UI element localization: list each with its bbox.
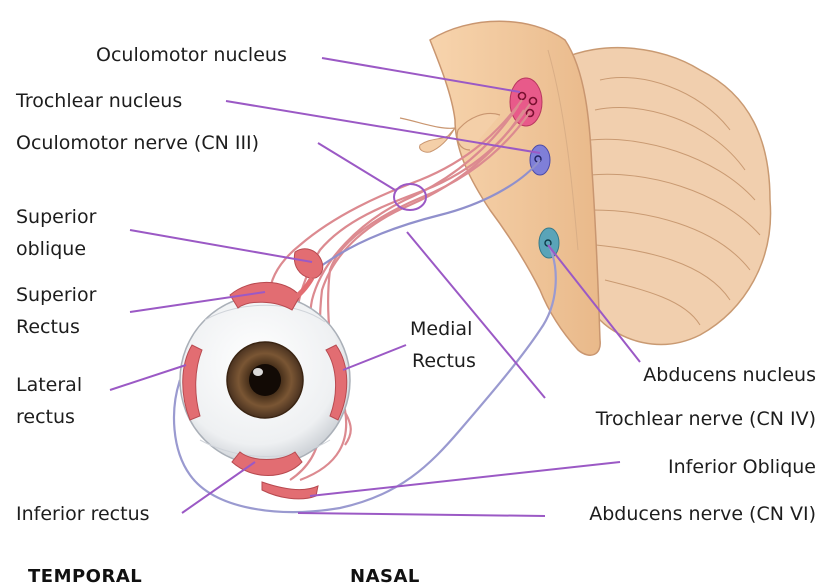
label-inferior-oblique: Inferior Oblique xyxy=(668,458,816,477)
label-superior-rectus-line2: Rectus xyxy=(16,318,80,337)
label-trochlear-nucleus: Trochlear nucleus xyxy=(16,92,182,111)
label-medial-rectus-line2: Rectus xyxy=(412,352,476,371)
label-abducens-nerve: Abducens nerve (CN VI) xyxy=(589,505,816,524)
label-inferior-rectus: Inferior rectus xyxy=(16,505,150,524)
label-oculomotor-nucleus: Oculomotor nucleus xyxy=(96,46,287,65)
leader-oculomotor-nerve xyxy=(318,143,395,190)
leader-superior-oblique xyxy=(130,230,312,262)
label-medial-rectus-line1: Medial xyxy=(410,320,472,339)
leader-inferior-oblique xyxy=(310,462,620,496)
label-lateral-rectus-line2: rectus xyxy=(16,408,75,427)
leader-abducens-nerve xyxy=(298,513,545,516)
leader-lateral-rectus xyxy=(110,365,186,390)
label-trochlear-nerve: Trochlear nerve (CN IV) xyxy=(596,410,816,429)
inferior-oblique-muscle xyxy=(262,482,318,499)
leader-medial-rectus xyxy=(343,345,406,370)
nasal-side-label: NASAL xyxy=(350,566,420,587)
label-superior-rectus-line1: Superior xyxy=(16,286,96,305)
label-abducens-nucleus: Abducens nucleus xyxy=(643,366,816,385)
temporal-side-label: TEMPORAL xyxy=(28,566,142,587)
label-superior-oblique-line2: oblique xyxy=(16,240,86,259)
leader-inferior-rectus xyxy=(182,462,255,513)
abducens-nucleus-shape xyxy=(539,228,559,258)
label-lateral-rectus-line1: Lateral xyxy=(16,376,82,395)
label-superior-oblique-line1: Superior xyxy=(16,208,96,227)
label-oculomotor-nerve: Oculomotor nerve (CN III) xyxy=(16,134,259,153)
iris xyxy=(227,342,303,418)
